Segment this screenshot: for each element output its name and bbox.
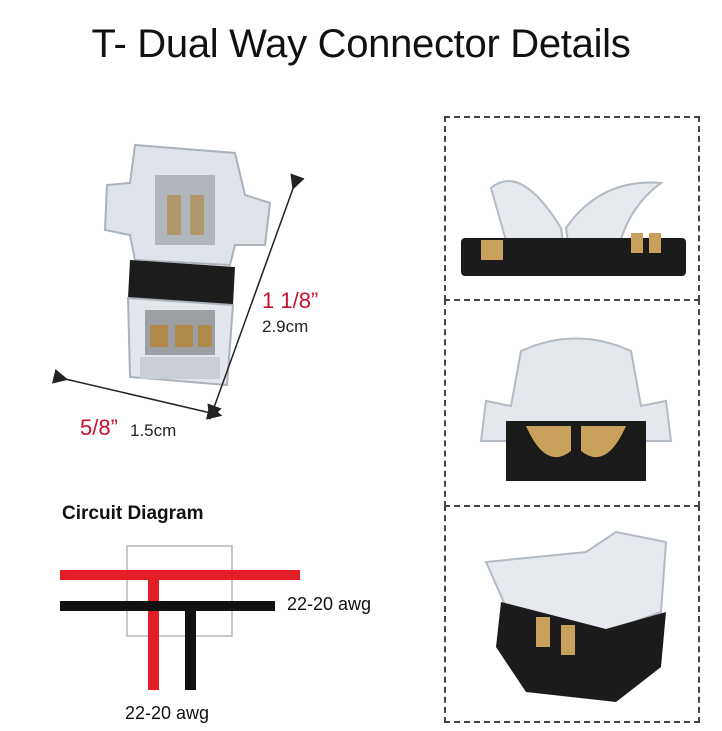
front-view-image [479, 337, 673, 481]
length-cm-label: 2.9cm [262, 317, 309, 336]
junction-box-outline [126, 545, 233, 637]
side-view-image [484, 530, 668, 702]
width-inch-label: 5/8” [80, 415, 118, 440]
black-wire-vertical [185, 601, 196, 690]
awg-right-label: 22-20 awg [287, 594, 372, 614]
front-view-panel [444, 299, 700, 507]
width-dimension-arrow [51, 368, 223, 420]
circuit-diagram [60, 545, 300, 690]
open-connector-panel [444, 116, 700, 301]
open-connector-image [461, 180, 686, 276]
circuit-diagram-heading: Circuit Diagram [62, 503, 204, 524]
awg-bottom-label: 22-20 awg [125, 703, 210, 723]
length-dimension-arrow [207, 173, 305, 421]
red-wire-horizontal [60, 570, 300, 580]
width-cm-label: 1.5cm [130, 421, 177, 440]
length-inch-label: 1 1/8” [262, 288, 319, 313]
side-view-panel [444, 505, 700, 723]
page-title: T- Dual Way Connector Details [91, 22, 631, 66]
red-wire-vertical [148, 570, 159, 690]
black-wire-horizontal [60, 601, 275, 611]
